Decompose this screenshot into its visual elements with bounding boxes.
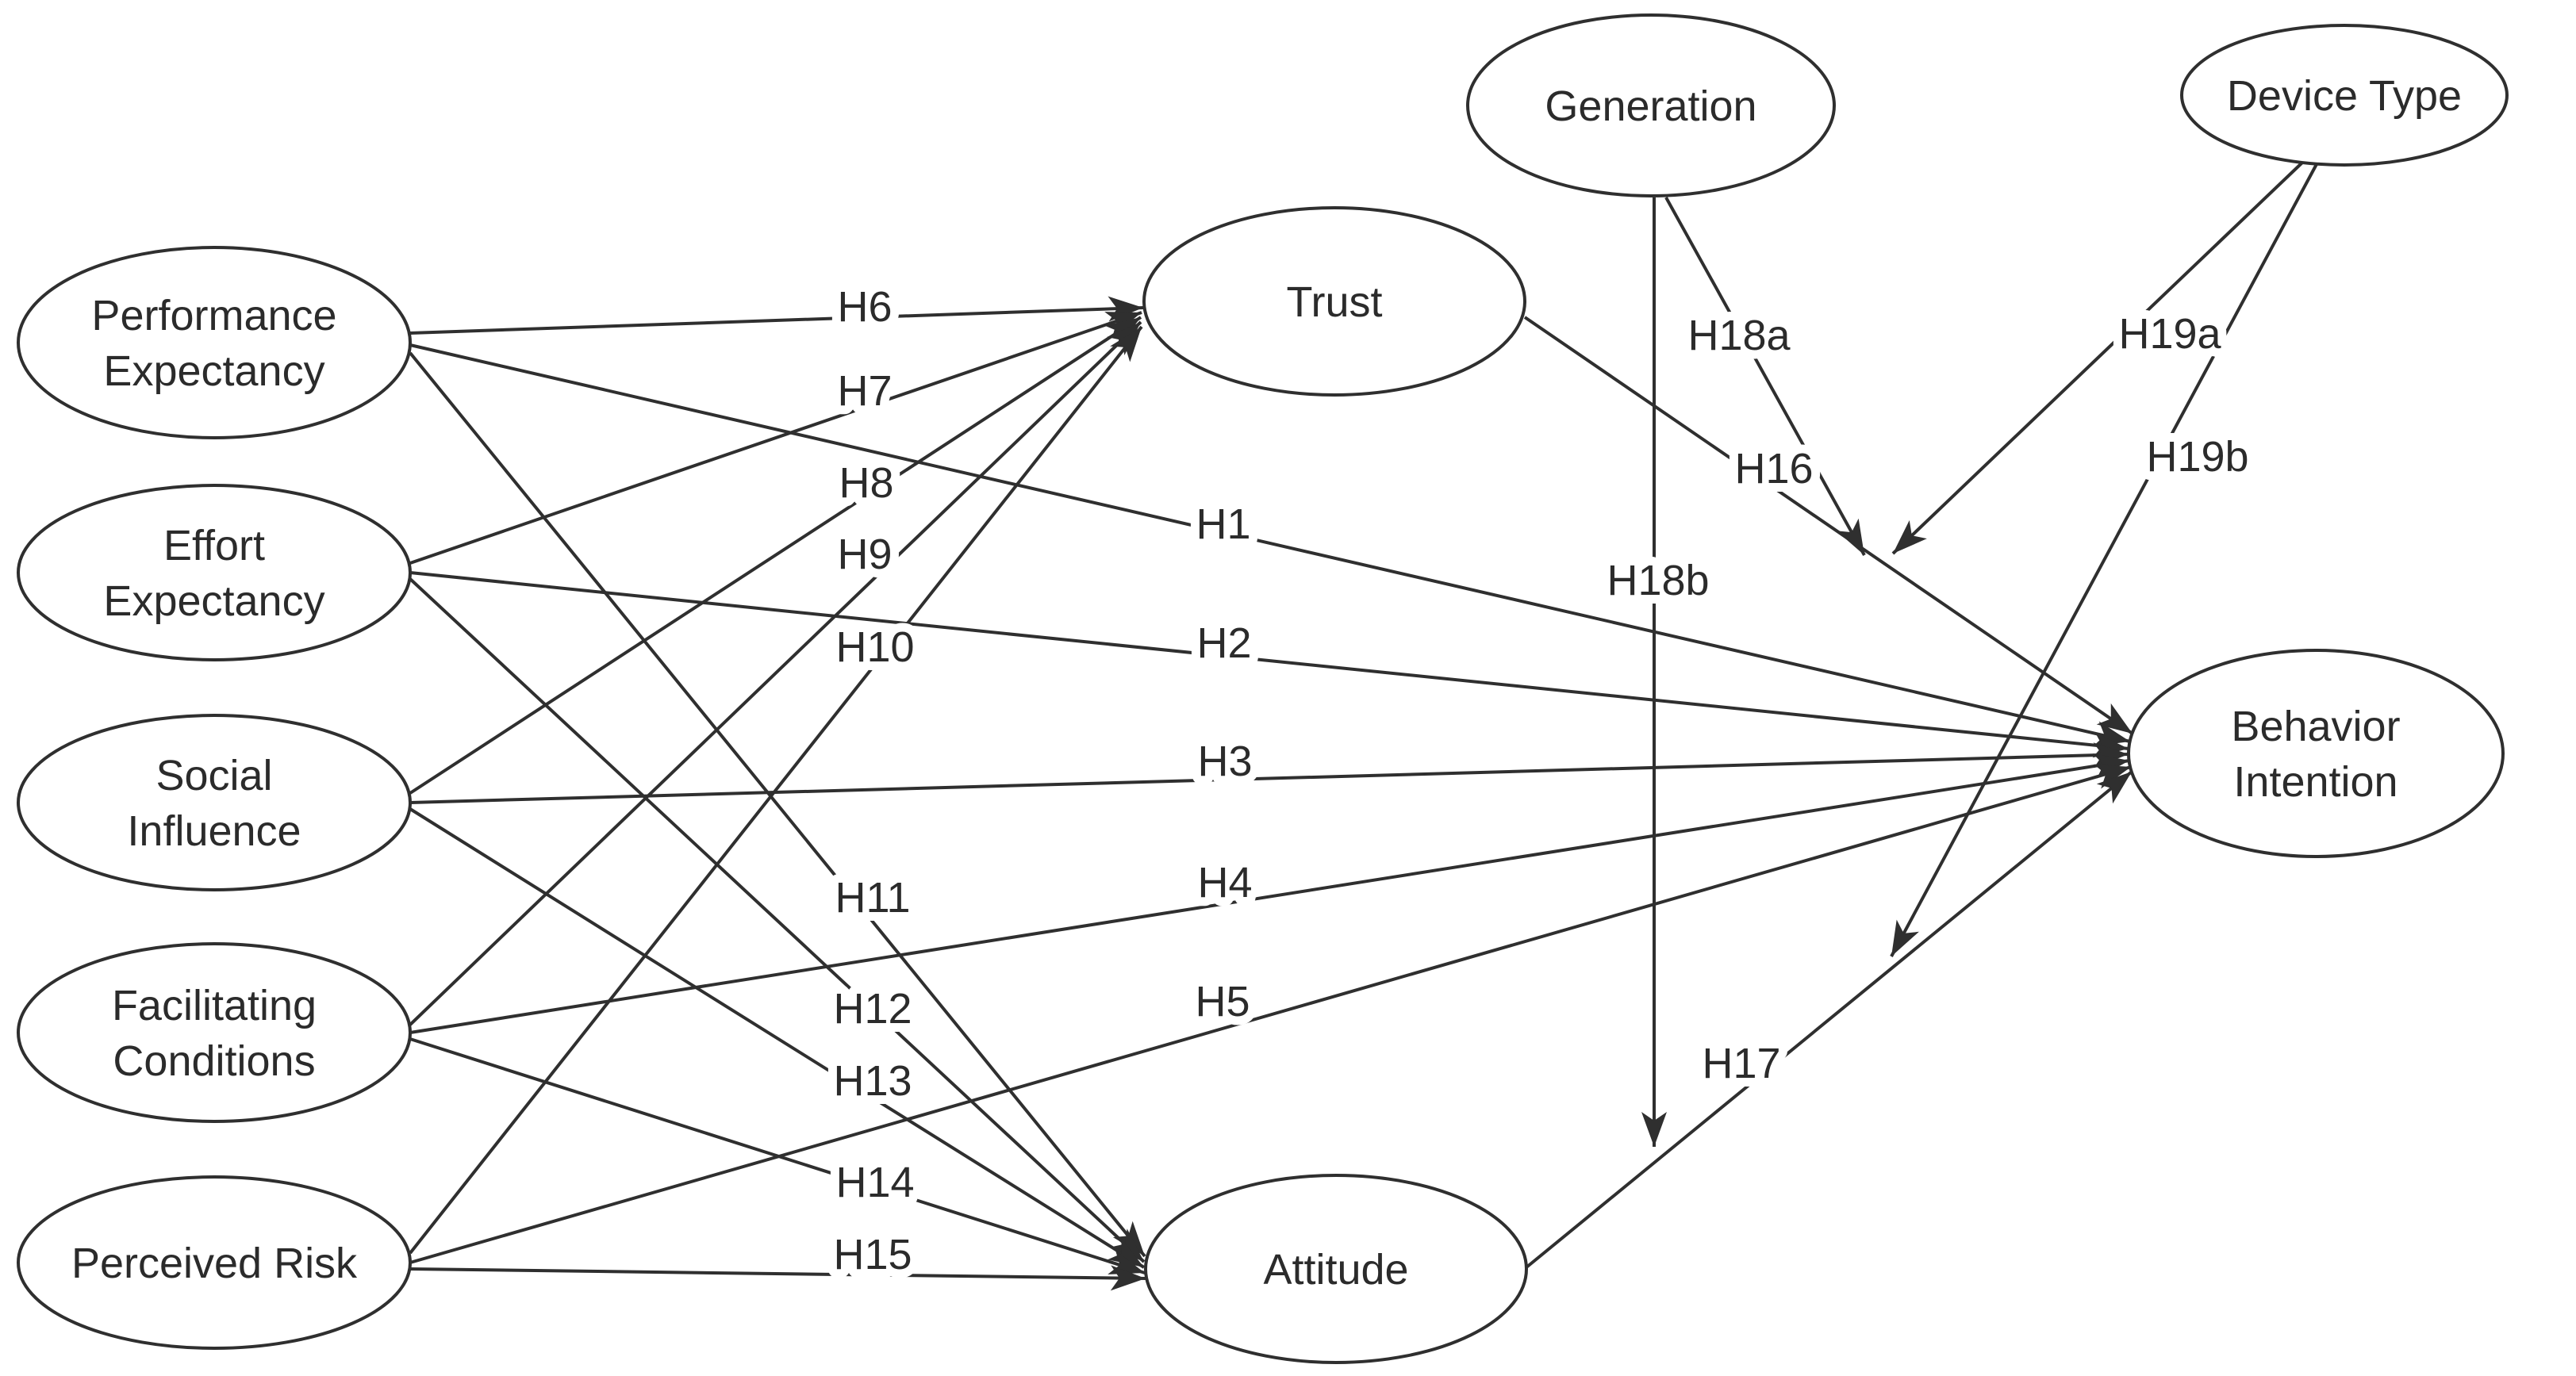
node-generation — [1466, 13, 1836, 197]
node-label-perceived-risk: Perceived Risk — [71, 1240, 358, 1287]
edge-H6 — [409, 296, 1144, 335]
edge-H19a — [1891, 161, 2304, 555]
edge-label-H3: H3 — [1197, 738, 1252, 785]
edge-label-H4: H4 — [1197, 859, 1252, 906]
edge-H13 — [409, 807, 1146, 1269]
edge-H4 — [409, 753, 2130, 1034]
edge-label-H19a: H19a — [2118, 310, 2221, 358]
node-label-line: Behavior — [2231, 703, 2400, 750]
node-label-line: Generation — [1545, 82, 1756, 130]
node-label-line: Social — [155, 752, 272, 799]
edge-H19b — [1890, 163, 2318, 957]
edge-H18a — [1664, 197, 1866, 556]
edge-label-H17: H17 — [1702, 1040, 1780, 1087]
edge-label-H16: H16 — [1734, 445, 1813, 493]
edge-label-H18b: H18b — [1607, 557, 1709, 604]
node-social-influence — [17, 714, 412, 891]
node-label-line: Performance — [91, 292, 336, 339]
node-device-type — [2180, 24, 2509, 167]
node-attitude — [1144, 1174, 1528, 1364]
node-behavior-intention — [2127, 649, 2505, 858]
edge-H11 — [409, 351, 1146, 1258]
edge-H16 — [1523, 316, 2134, 735]
node-trust — [1142, 206, 1526, 397]
edge-H8 — [409, 316, 1142, 795]
edge-label-H15: H15 — [833, 1231, 912, 1278]
edge-label-H12: H12 — [833, 985, 912, 1033]
edge-label-H10: H10 — [835, 623, 914, 671]
node-label-line: Intention — [2233, 758, 2397, 806]
edge-H9 — [409, 320, 1142, 1026]
node-label-device-type: Device Type — [2227, 72, 2462, 120]
edge-labels-layer: H6H7H8H9H10H1H2H3H4H5H11H12H13H14H15H16H… — [824, 274, 2257, 1287]
node-label-line: Attitude — [1263, 1246, 1408, 1294]
node-label-line: Conditions — [113, 1037, 315, 1085]
edge-H5 — [409, 764, 2132, 1264]
edge-H7 — [409, 311, 1142, 565]
edge-H3 — [409, 742, 2129, 804]
edge-label-H7: H7 — [837, 367, 892, 415]
edge-label-H6: H6 — [837, 283, 892, 331]
edge-label-H2: H2 — [1196, 619, 1251, 667]
node-label-line: Device Type — [2227, 72, 2462, 120]
edge-label-H11: H11 — [835, 874, 910, 922]
edge-label-H19b: H19b — [2146, 433, 2248, 481]
edge-label-H5: H5 — [1195, 978, 1250, 1025]
node-label-generation: Generation — [1545, 82, 1756, 130]
node-label-line: Expectancy — [103, 347, 324, 395]
edge-H14 — [409, 1037, 1146, 1274]
node-label-line: Facilitating — [112, 982, 317, 1029]
edge-H1 — [409, 343, 2131, 746]
node-facilitating-conditions — [17, 942, 412, 1123]
edge-label-H14: H14 — [835, 1159, 914, 1206]
edge-H10 — [409, 325, 1143, 1255]
node-performance-expectancy — [17, 246, 412, 439]
edge-label-H9: H9 — [837, 531, 892, 578]
node-label-line: Perceived Risk — [71, 1240, 358, 1287]
node-effort-expectancy — [17, 484, 412, 661]
edge-H12 — [409, 577, 1146, 1263]
node-label-line: Effort — [163, 522, 265, 569]
node-label-line: Expectancy — [103, 577, 324, 625]
edge-label-H13: H13 — [833, 1057, 912, 1105]
edges-layer — [409, 161, 2318, 1291]
node-label-line: Influence — [127, 807, 301, 855]
node-label-line: Trust — [1287, 278, 1383, 326]
node-label-trust: Trust — [1287, 278, 1383, 326]
edge-H15 — [409, 1265, 1146, 1291]
node-label-attitude: Attitude — [1263, 1246, 1408, 1294]
edge-label-H1: H1 — [1196, 500, 1250, 548]
edge-label-H8: H8 — [839, 459, 893, 507]
edge-H17 — [1525, 770, 2133, 1269]
edge-H2 — [409, 571, 2129, 758]
edge-label-H18a: H18a — [1687, 312, 1791, 359]
